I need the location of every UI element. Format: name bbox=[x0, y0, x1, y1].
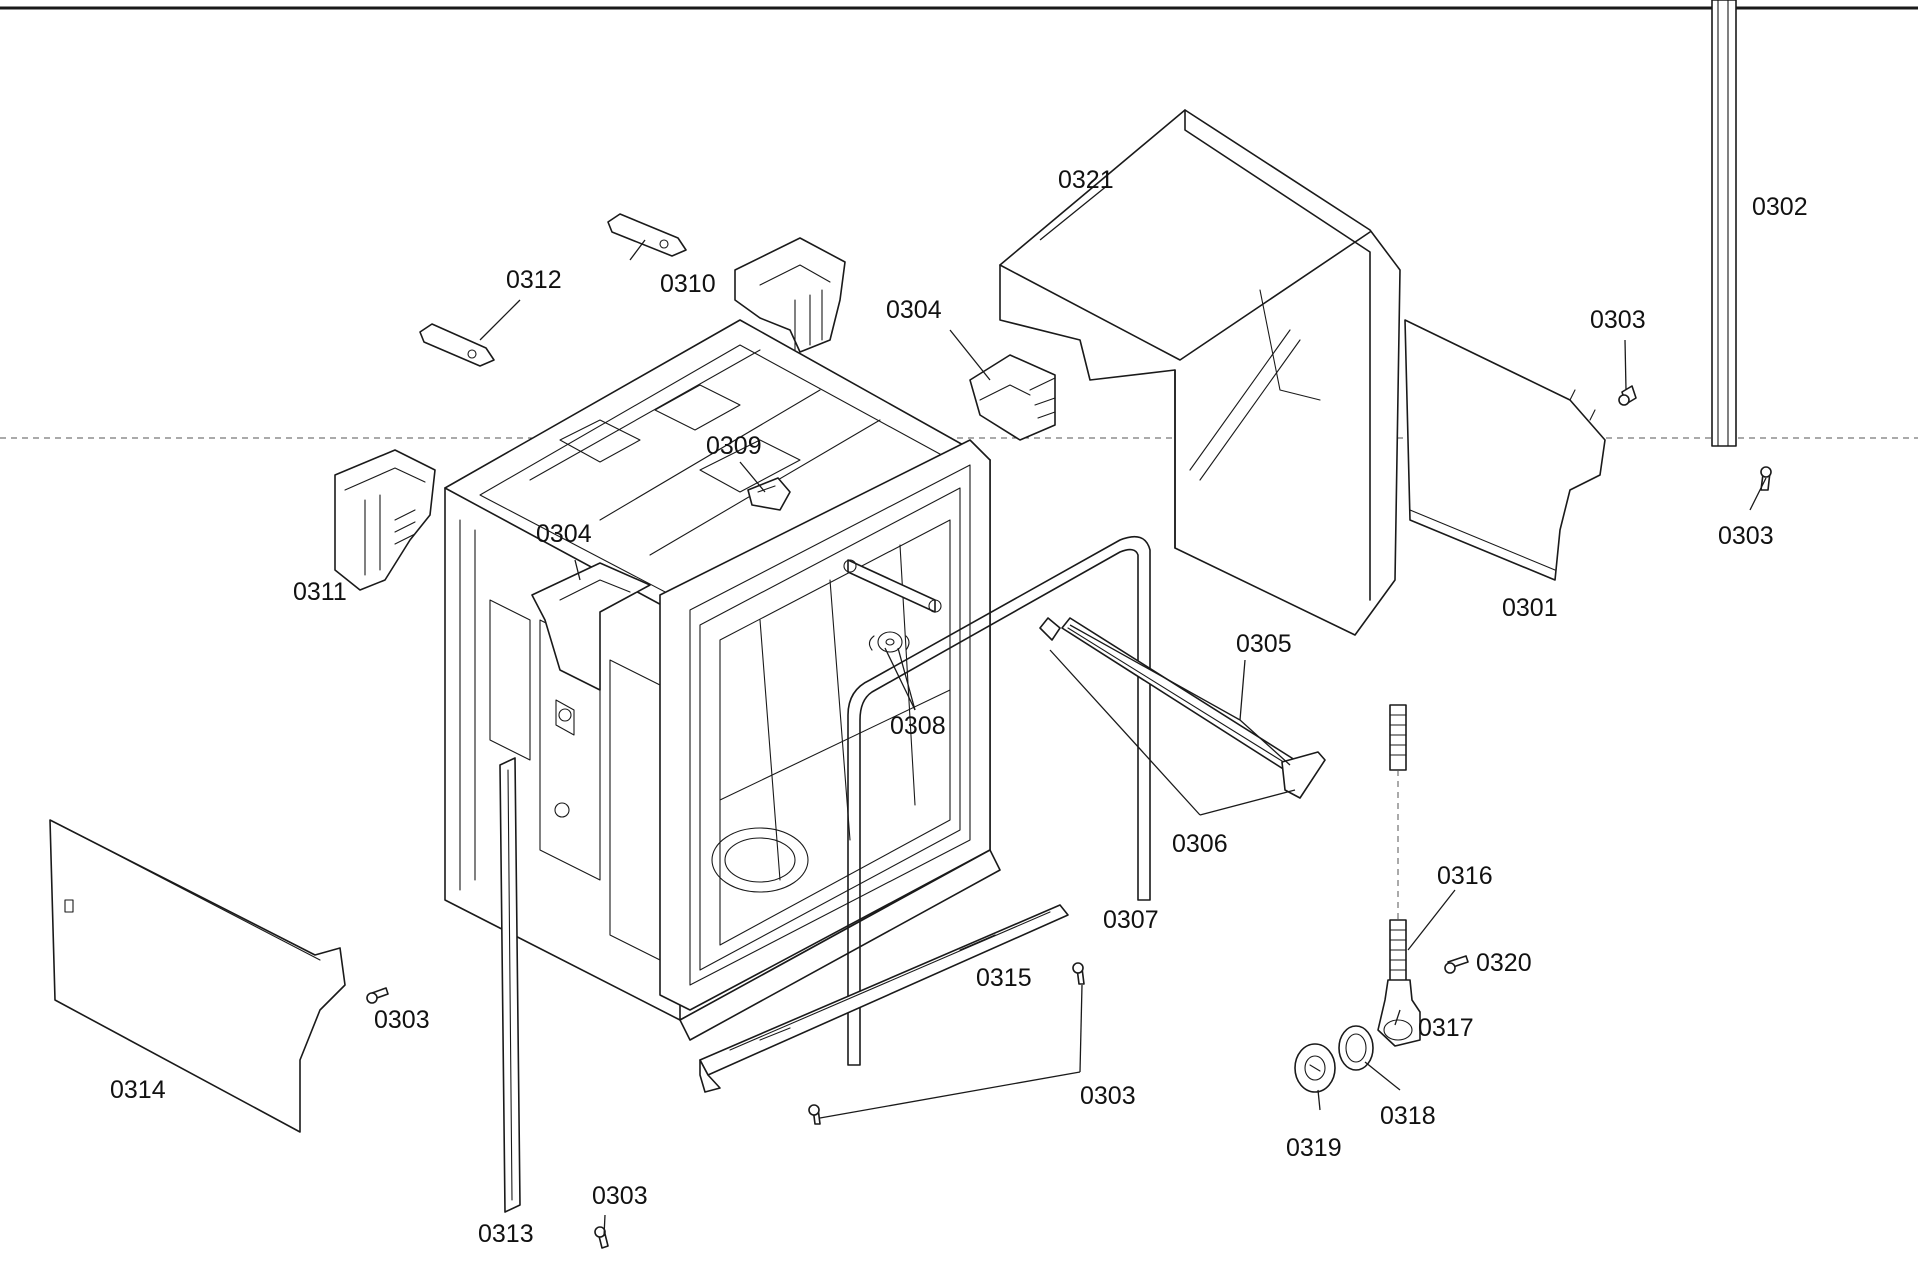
part-0302-vertical-strip bbox=[1711, 0, 1737, 447]
part-0312-clip-upper bbox=[607, 213, 687, 257]
part-0311-hinge-bracket bbox=[334, 449, 436, 591]
part-0304-right-bracket bbox=[969, 354, 1056, 441]
label-0307: 0307 bbox=[1103, 906, 1159, 934]
screw-0303-kickplate bbox=[366, 987, 389, 1004]
part-0309-bracket bbox=[747, 477, 791, 511]
label-0312: 0312 bbox=[506, 266, 562, 294]
label-0304-left: 0304 bbox=[536, 520, 592, 548]
part-0318-ring bbox=[1338, 1025, 1374, 1071]
part-0313-strip bbox=[499, 757, 521, 1213]
label-0306: 0306 bbox=[1172, 830, 1228, 858]
label-0301: 0301 bbox=[1502, 594, 1558, 622]
label-0313: 0313 bbox=[478, 1220, 534, 1248]
label-0314: 0314 bbox=[110, 1076, 166, 1104]
part-0319-cap bbox=[1294, 1043, 1336, 1093]
screw-0303-side bbox=[1760, 466, 1772, 491]
label-0302: 0302 bbox=[1752, 193, 1808, 221]
part-0308-washers bbox=[843, 559, 942, 653]
part-0307-seal-frame bbox=[847, 535, 1151, 1066]
part-0320-screw bbox=[1444, 955, 1469, 974]
leader-lines bbox=[479, 184, 1767, 1237]
part-0310-hinge-bracket bbox=[734, 237, 846, 353]
screw-0303-bottom-center bbox=[808, 1104, 821, 1125]
label-0303-kickplate: 0303 bbox=[374, 1006, 430, 1034]
label-0303-bottom-left: 0303 bbox=[592, 1182, 648, 1210]
screw-0303-toekick bbox=[1072, 962, 1085, 985]
screw-0303-bottom-left bbox=[594, 1226, 609, 1249]
part-0314-kickplate bbox=[49, 819, 346, 1133]
label-0320: 0320 bbox=[1476, 949, 1532, 977]
label-0303-rear: 0303 bbox=[1590, 306, 1646, 334]
label-0321: 0321 bbox=[1058, 166, 1114, 194]
part-0301-side-panel bbox=[1404, 319, 1606, 581]
label-0315: 0315 bbox=[976, 964, 1032, 992]
label-0316: 0316 bbox=[1437, 862, 1493, 890]
label-0318: 0318 bbox=[1380, 1102, 1436, 1130]
main-tub-box bbox=[444, 319, 1001, 1041]
part-0312-clip-lower bbox=[419, 323, 495, 367]
part-0315-toekick bbox=[699, 904, 1069, 1093]
label-0303-bottom: 0303 bbox=[1080, 1082, 1136, 1110]
label-0311: 0311 bbox=[293, 578, 347, 606]
part-0304-left-bracket bbox=[531, 562, 651, 818]
callout-labels: 0321 0302 0312 0310 0304 0303 0309 0303 … bbox=[110, 166, 1808, 1248]
part-0305-rail bbox=[1039, 617, 1326, 799]
label-0303-side: 0303 bbox=[1718, 522, 1774, 550]
label-0305: 0305 bbox=[1236, 630, 1292, 658]
part-0321-tub-panel bbox=[999, 109, 1401, 636]
label-0308: 0308 bbox=[890, 712, 946, 740]
screw-0303-rear bbox=[1618, 385, 1637, 406]
label-0317: 0317 bbox=[1418, 1014, 1474, 1042]
label-0309: 0309 bbox=[706, 432, 762, 460]
label-0310: 0310 bbox=[660, 270, 716, 298]
part-0316-hose bbox=[1389, 704, 1407, 986]
label-0304-right: 0304 bbox=[886, 296, 942, 324]
label-0319: 0319 bbox=[1286, 1134, 1342, 1162]
